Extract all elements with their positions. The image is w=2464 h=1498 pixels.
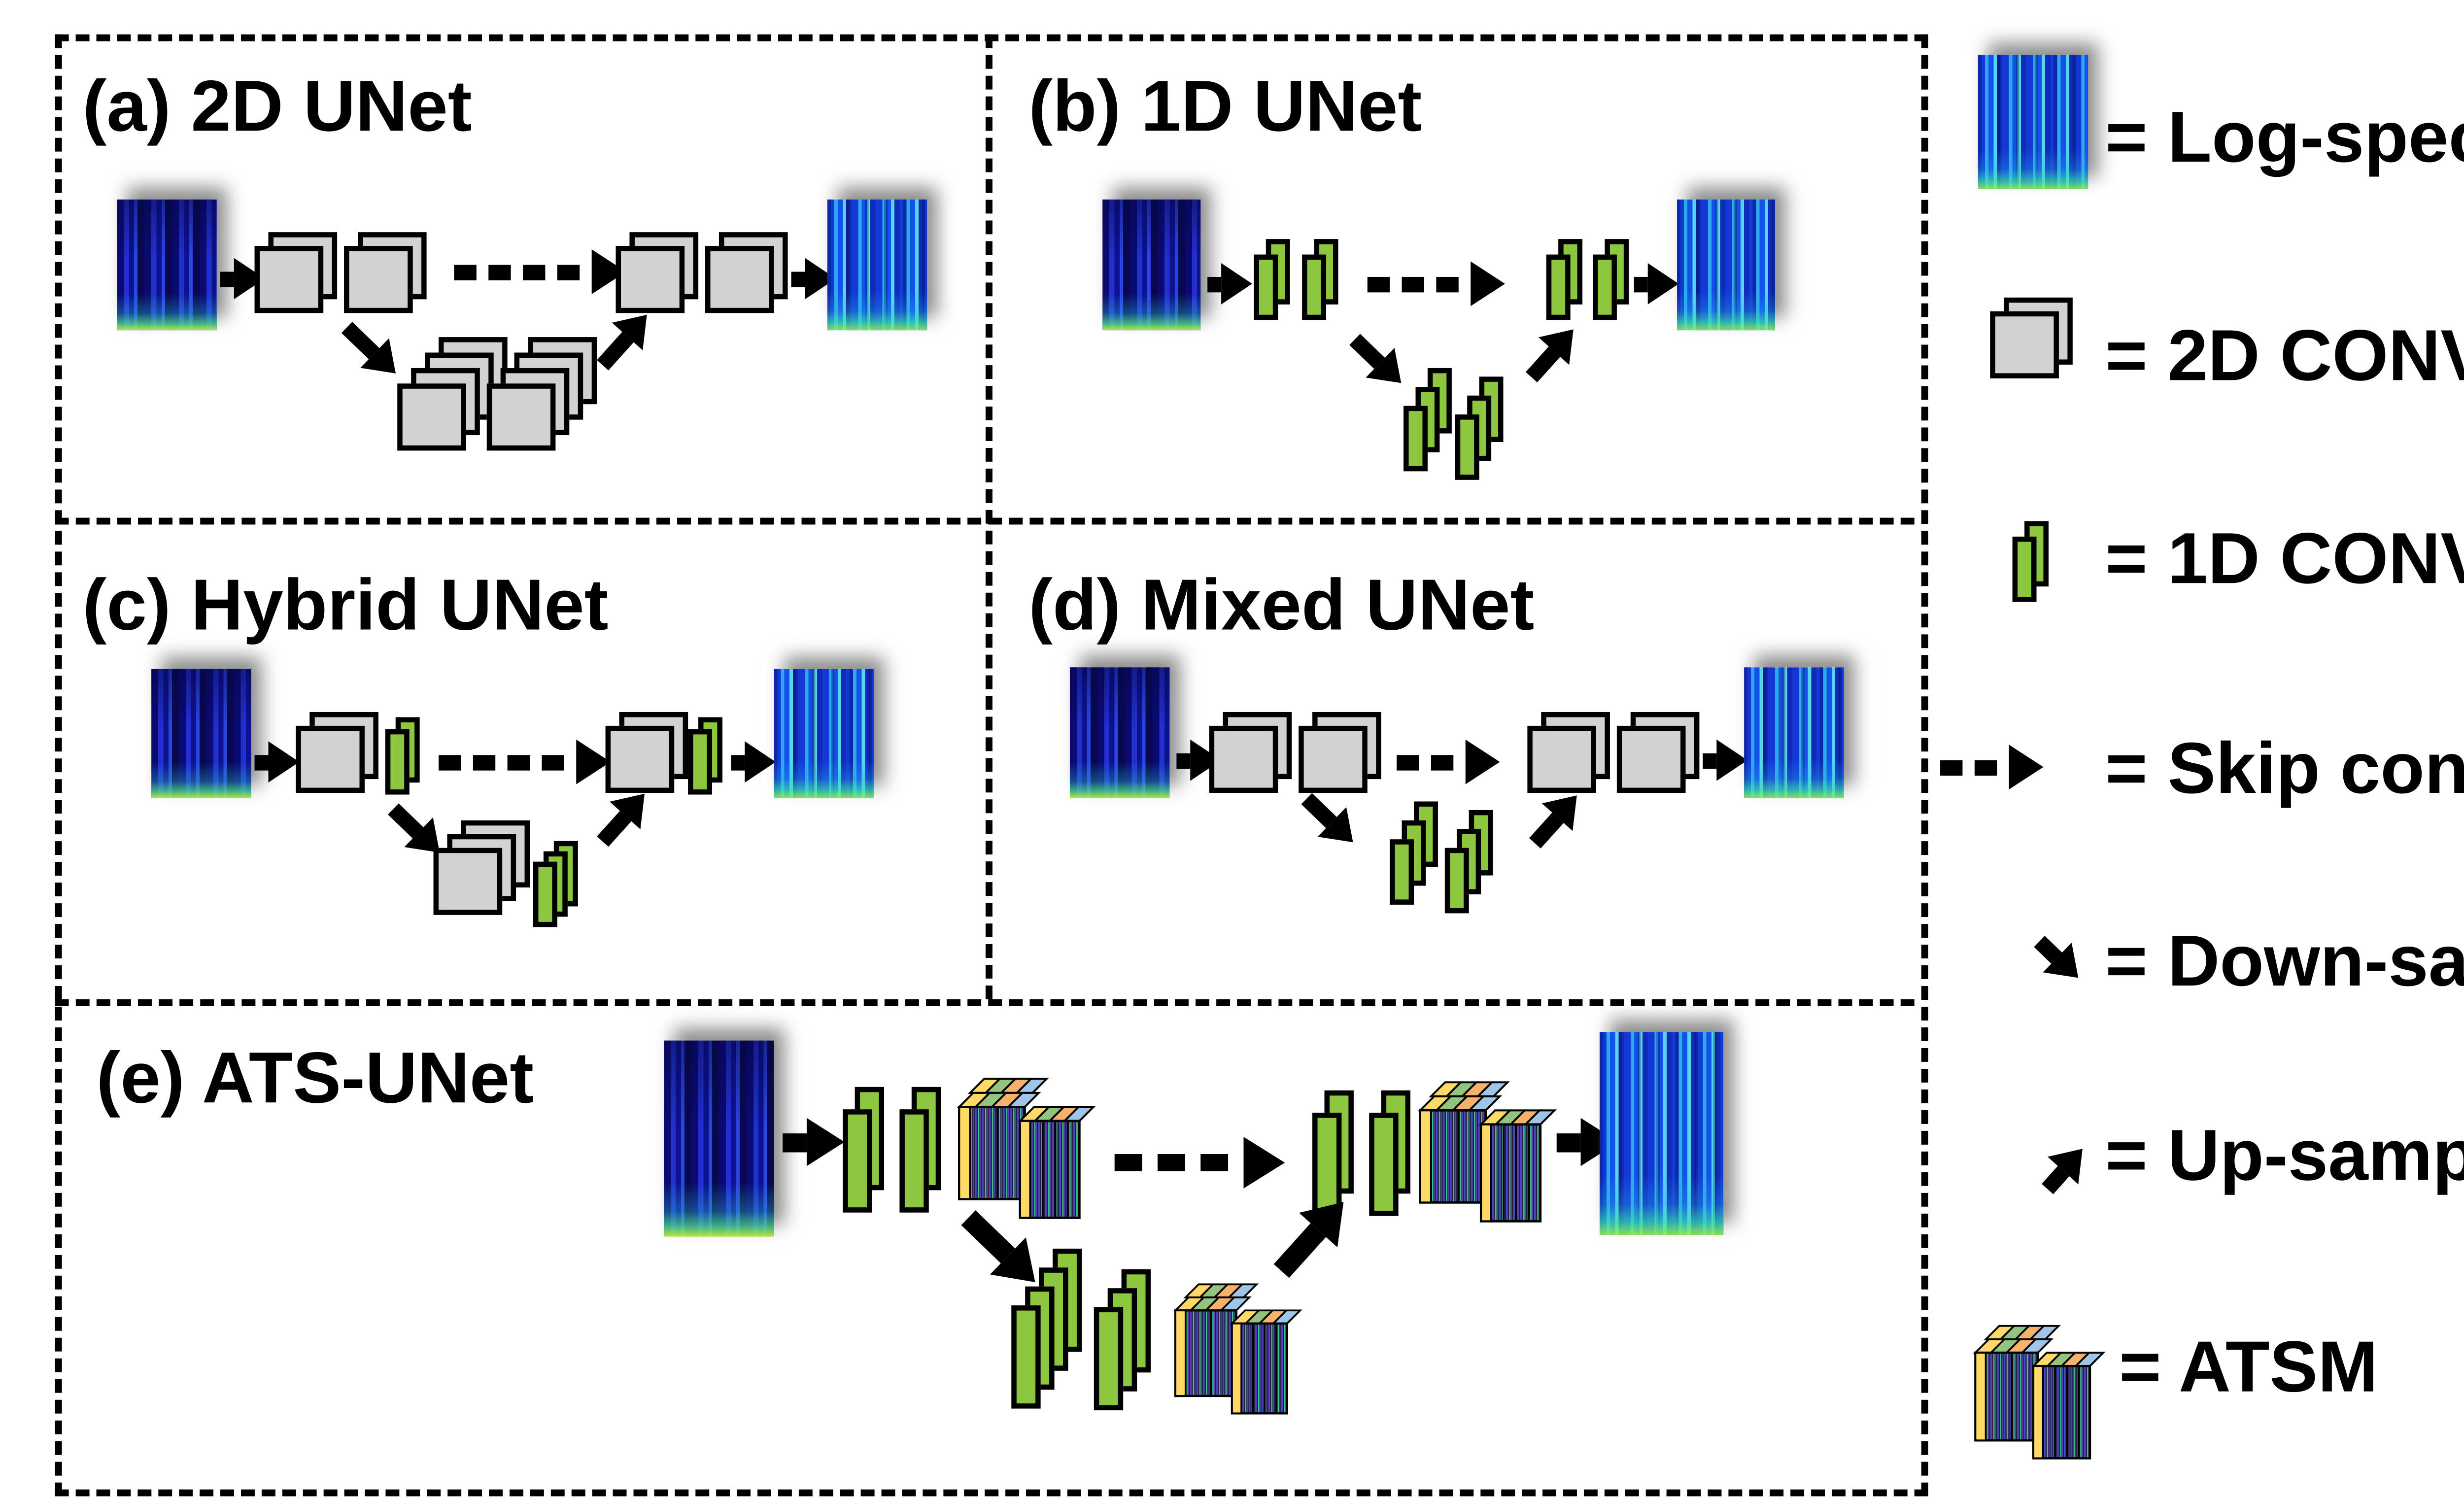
panel-divider-vertical [985,34,992,999]
panel-divider-horizontal-1 [55,517,1915,525]
atsm-module-icon [1973,1325,2106,1460]
skip-connection-arrow-icon [1940,745,2044,790]
right-arrow-icon [254,741,300,783]
skip-connection-arrow-icon [1397,739,1500,784]
skip-connection-arrow-icon [1367,261,1506,306]
panel-b-title: (b) 1D UNet [1028,65,1422,146]
legend-label: = ATSM [2119,1326,2378,1407]
output-spectrogram-image [1599,1032,1724,1235]
panel-e-title: (e) ATS-UNet [96,1037,534,1118]
panel-d-title: (d) Mixed UNet [1028,564,1535,645]
right-arrow-icon [1207,263,1252,305]
panel-divider-horizontal-2 [55,999,1915,1006]
legend-label: = Up-sample [2105,1114,2464,1195]
panel-a-title: (a) 2D UNet [82,65,472,146]
input-spectrogram-image [117,199,217,331]
right-arrow-icon [783,1118,845,1166]
right-arrow-icon [731,741,776,783]
panel-c-title: (c) Hybrid UNet [82,564,609,645]
atsm-module-icon [1417,1081,1557,1223]
legend-label: = 2D CONV [2105,314,2464,396]
input-spectrogram-image [1069,667,1170,798]
legend-label: = Log-spectrogram [2105,96,2464,177]
legend-label: = 1D CONV [2105,517,2464,599]
output-spectrogram-image [827,199,927,331]
input-spectrogram-image [1102,199,1201,331]
outer-dashed-frame [55,34,1928,1497]
skip-connection-arrow-icon [439,739,611,784]
log-spectrogram-icon [1978,55,2088,189]
right-arrow-icon [1703,739,1748,781]
skip-connection-arrow-icon [1114,1137,1285,1189]
output-spectrogram-image [1744,667,1844,798]
output-spectrogram-image [774,669,874,798]
down-sample-arrow-icon [2025,926,2093,993]
legend-label: = Down-sample [2105,920,2464,1001]
atsm-module-icon [1173,1283,1302,1415]
legend-label: = Skip connection [2105,727,2464,809]
up-sample-arrow-icon [2031,1135,2098,1202]
input-spectrogram-image [664,1040,774,1237]
atsm-module-icon [957,1078,1096,1219]
output-spectrogram-image [1677,199,1775,331]
input-spectrogram-image [151,669,251,798]
right-arrow-icon [1634,263,1679,305]
